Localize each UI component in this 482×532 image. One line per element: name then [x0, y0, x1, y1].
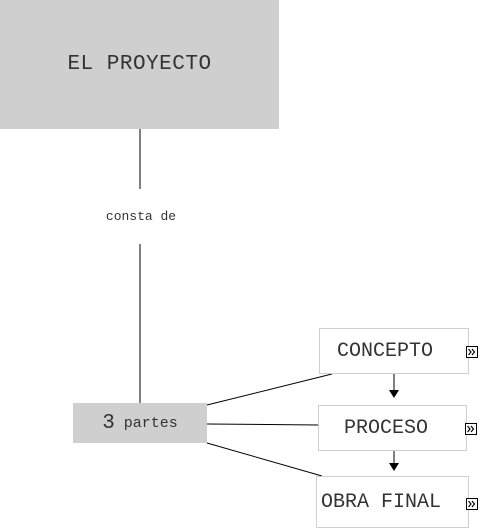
node-obra-final[interactable]: OBRA FINAL [316, 476, 469, 528]
expand-concepto-icon[interactable] [466, 346, 478, 358]
node-el-proyecto-label: EL PROYECTO [67, 53, 212, 76]
node-proceso[interactable]: PROCESO [318, 405, 467, 451]
node-concepto-label: CONCEPTO [337, 339, 434, 363]
expand-obra-final-icon[interactable] [466, 498, 478, 510]
line-partes-to-obra [206, 442, 323, 477]
arrowhead-concepto-to-proceso [389, 390, 399, 398]
node-proceso-label: PROCESO [344, 416, 429, 440]
line-partes-to-concepto [206, 373, 333, 406]
node-3-partes-word: partes [123, 414, 178, 432]
node-3-partes[interactable]: 3 partes [73, 403, 207, 443]
node-concepto[interactable]: CONCEPTO [319, 328, 469, 374]
arrowhead-proceso-to-obra [389, 463, 399, 471]
expand-proceso-icon[interactable] [465, 423, 477, 435]
link-label-consta-de: consta de [96, 206, 186, 226]
node-el-proyecto[interactable]: EL PROYECTO [0, 0, 279, 129]
node-3-partes-number: 3 [102, 411, 115, 435]
node-obra-final-label: OBRA FINAL [321, 490, 442, 514]
line-partes-to-proceso [206, 423, 319, 426]
